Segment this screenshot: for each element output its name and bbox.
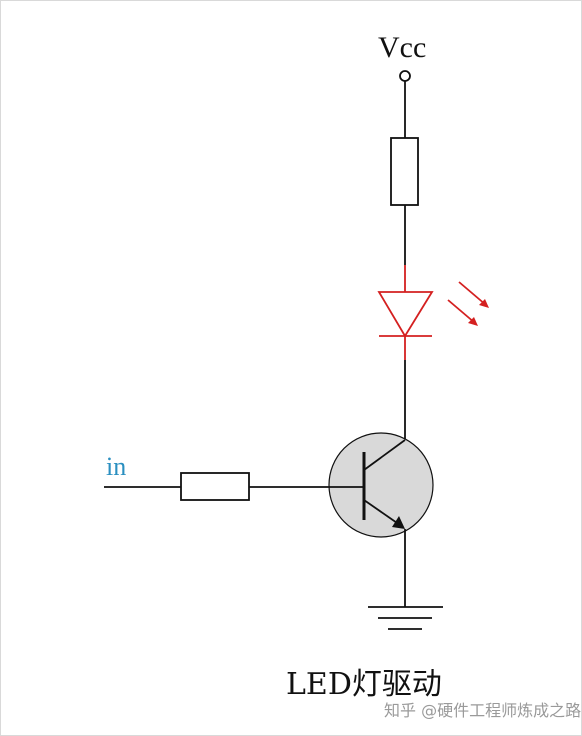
led-light-arrows (447, 281, 489, 326)
collector-resistor (390, 137, 419, 206)
npn-transistor (328, 432, 434, 538)
vcc-label: Vcc (378, 31, 426, 64)
led (377, 265, 489, 360)
vcc-terminal (399, 70, 411, 82)
base-resistor (180, 472, 250, 501)
ground-symbol (368, 606, 443, 630)
transistor-collector (363, 439, 406, 471)
watermark-text: 知乎 @硬件工程师炼成之路 (384, 701, 581, 720)
input-label: in (106, 452, 126, 481)
emitter-arrow-icon (392, 516, 405, 529)
transistor-emitter (363, 499, 401, 526)
diagram-caption: LED灯驱动 (286, 667, 442, 702)
